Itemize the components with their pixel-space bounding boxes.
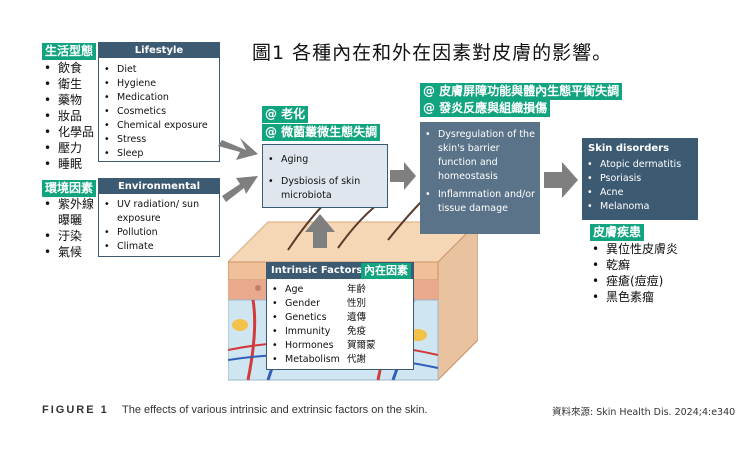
lifestyle-zh-tag: 生活型態 xyxy=(42,43,97,60)
list-item: Pollution xyxy=(99,226,219,240)
disorders-zh-list: 異位性皮膚炎 乾癬 痤瘡(痘痘) 黑色素瘤 xyxy=(590,241,700,305)
list-item: 痤瘡(痘痘) xyxy=(590,273,700,289)
list-item: 飲食 xyxy=(42,60,98,76)
list-item: Melanoma xyxy=(582,200,698,214)
list-item: 乾癬 xyxy=(590,257,700,273)
list-item: 化學品 xyxy=(42,124,98,140)
arrow-icon xyxy=(544,162,578,198)
list-item: 壓力 xyxy=(42,140,98,156)
list-item: Metabolism 代謝 xyxy=(267,353,413,367)
list-item: 黑色素瘤 xyxy=(590,289,700,305)
list-item: Acne xyxy=(582,186,698,200)
list-item: Atopic dermatitis xyxy=(582,158,698,172)
skin-disorders-header: Skin disorders xyxy=(588,143,670,154)
intrinsic-item-en: Gender xyxy=(285,298,321,309)
intrinsic-item-en: Genetics xyxy=(285,312,327,323)
environment-list: UV radiation/ sun exposure Pollution Cli… xyxy=(99,194,219,254)
aging-box: Aging Dysbiosis of skin microbiota xyxy=(262,144,388,208)
list-item: 氣候 xyxy=(42,244,102,260)
aging-list: Aging Dysbiosis of skin microbiota xyxy=(263,145,387,203)
list-item: 藥物 xyxy=(42,92,98,108)
skin-disorders-box: Skin disorders Atopic dermatitis Psorias… xyxy=(582,138,698,220)
lifestyle-box: Lifestyle Diet Hygiene Medication Cosmet… xyxy=(98,42,220,162)
intrinsic-item-zh: 年齡 xyxy=(347,284,367,295)
list-item: Stress xyxy=(99,133,219,147)
lifestyle-zh-list: 飲食 衛生 藥物 妝品 化學品 壓力 睡眠 xyxy=(42,60,98,172)
list-item: Medication xyxy=(99,91,219,105)
intrinsic-factors-box: Intrinsic Factors 內在因素 Age 年齡 Gender 性別 Ge… xyxy=(266,262,414,370)
intrinsic-header-en: Intrinsic Factors xyxy=(271,265,363,276)
list-item: Gender 性別 xyxy=(267,297,413,311)
list-item: Immunity 免疫 xyxy=(267,325,413,339)
list-item: Hormones 賀爾蒙 xyxy=(267,339,413,353)
environment-box: Environmental Factors UV radiation/ sun … xyxy=(98,178,220,257)
list-item: 汙染 xyxy=(42,228,102,244)
list-item: Cosmetics xyxy=(99,105,219,119)
arrow-icon xyxy=(222,176,258,202)
figure-title: 圖1 各種內在和外在因素對皮膚的影響。 xyxy=(252,42,613,64)
intrinsic-item-en: Hormones xyxy=(285,340,334,351)
intrinsic-item-zh: 性別 xyxy=(347,298,367,309)
list-item: Diet xyxy=(99,63,219,77)
aging-zh-tag-1: @ 老化 xyxy=(262,106,309,123)
list-item: Dysbiosis of skin microbiota xyxy=(263,175,387,203)
intrinsic-header: Intrinsic Factors 內在因素 xyxy=(267,263,413,279)
intrinsic-item-zh: 遺傳 xyxy=(347,312,367,323)
figure-caption: The effects of various intrinsic and ext… xyxy=(122,404,428,416)
barrier-zh-tag-2: @ 發炎反應與組織損傷 xyxy=(420,100,551,117)
list-item: 異位性皮膚炎 xyxy=(590,241,700,257)
arrow-icon xyxy=(218,138,258,160)
list-item: Sleep xyxy=(99,147,219,161)
lifestyle-header: Lifestyle xyxy=(99,43,219,58)
intrinsic-item-en: Metabolism xyxy=(285,354,340,365)
figure-label: FIGURE 1 xyxy=(42,404,109,416)
barrier-zh-tag-1: @ 皮膚屏障功能與體內生態平衡失調 xyxy=(420,83,623,100)
list-item: Genetics 遺傳 xyxy=(267,311,413,325)
intrinsic-item-en: Immunity xyxy=(285,326,331,337)
intrinsic-item-zh: 賀爾蒙 xyxy=(347,340,376,351)
list-item: 妝品 xyxy=(42,108,98,124)
intrinsic-header-zh: 內在因素 xyxy=(361,263,411,279)
list-item: Chemical exposure xyxy=(99,119,219,133)
list-item: Inflammation and/or tissue damage xyxy=(420,188,540,216)
intrinsic-list: Age 年齡 Gender 性別 Genetics 遺傳 Immunity 免疫 Hor… xyxy=(267,279,413,367)
aging-zh-tag-2: @ 微菌叢微生態失調 xyxy=(262,124,381,141)
list-item: Psoriasis xyxy=(582,172,698,186)
arrow-icon xyxy=(390,162,416,190)
list-item: Dysregulation of the skin's barrier func… xyxy=(420,128,540,184)
intrinsic-item-zh: 免疫 xyxy=(347,326,367,337)
intrinsic-item-zh: 代謝 xyxy=(347,354,367,365)
list-item: Hygiene xyxy=(99,77,219,91)
arrow-icon xyxy=(305,214,335,248)
list-item: 紫外線曝曬 xyxy=(42,196,98,228)
skin-disorders-list: Atopic dermatitis Psoriasis Acne Melanom… xyxy=(582,158,698,214)
list-item: UV radiation/ sun exposure xyxy=(99,198,219,226)
list-item: 睡眠 xyxy=(42,156,98,172)
intrinsic-item-en: Age xyxy=(285,284,304,295)
list-item: Aging xyxy=(263,153,387,167)
list-item: 衛生 xyxy=(42,76,98,92)
environment-zh-tag: 環境因素 xyxy=(42,180,97,197)
list-item: Age 年齡 xyxy=(267,283,413,297)
source-note: 資料來源: Skin Health Dis. 2024;4:e340 xyxy=(552,407,736,418)
lifestyle-list: Diet Hygiene Medication Cosmetics Chemic… xyxy=(99,58,219,161)
environment-zh-list: 紫外線曝曬 汙染 氣候 xyxy=(42,196,102,260)
disorders-zh-tag: 皮膚疾患 xyxy=(590,224,645,241)
barrier-box: Dysregulation of the skin's barrier func… xyxy=(420,122,540,234)
list-item: Climate xyxy=(99,240,219,254)
barrier-list: Dysregulation of the skin's barrier func… xyxy=(420,122,540,216)
